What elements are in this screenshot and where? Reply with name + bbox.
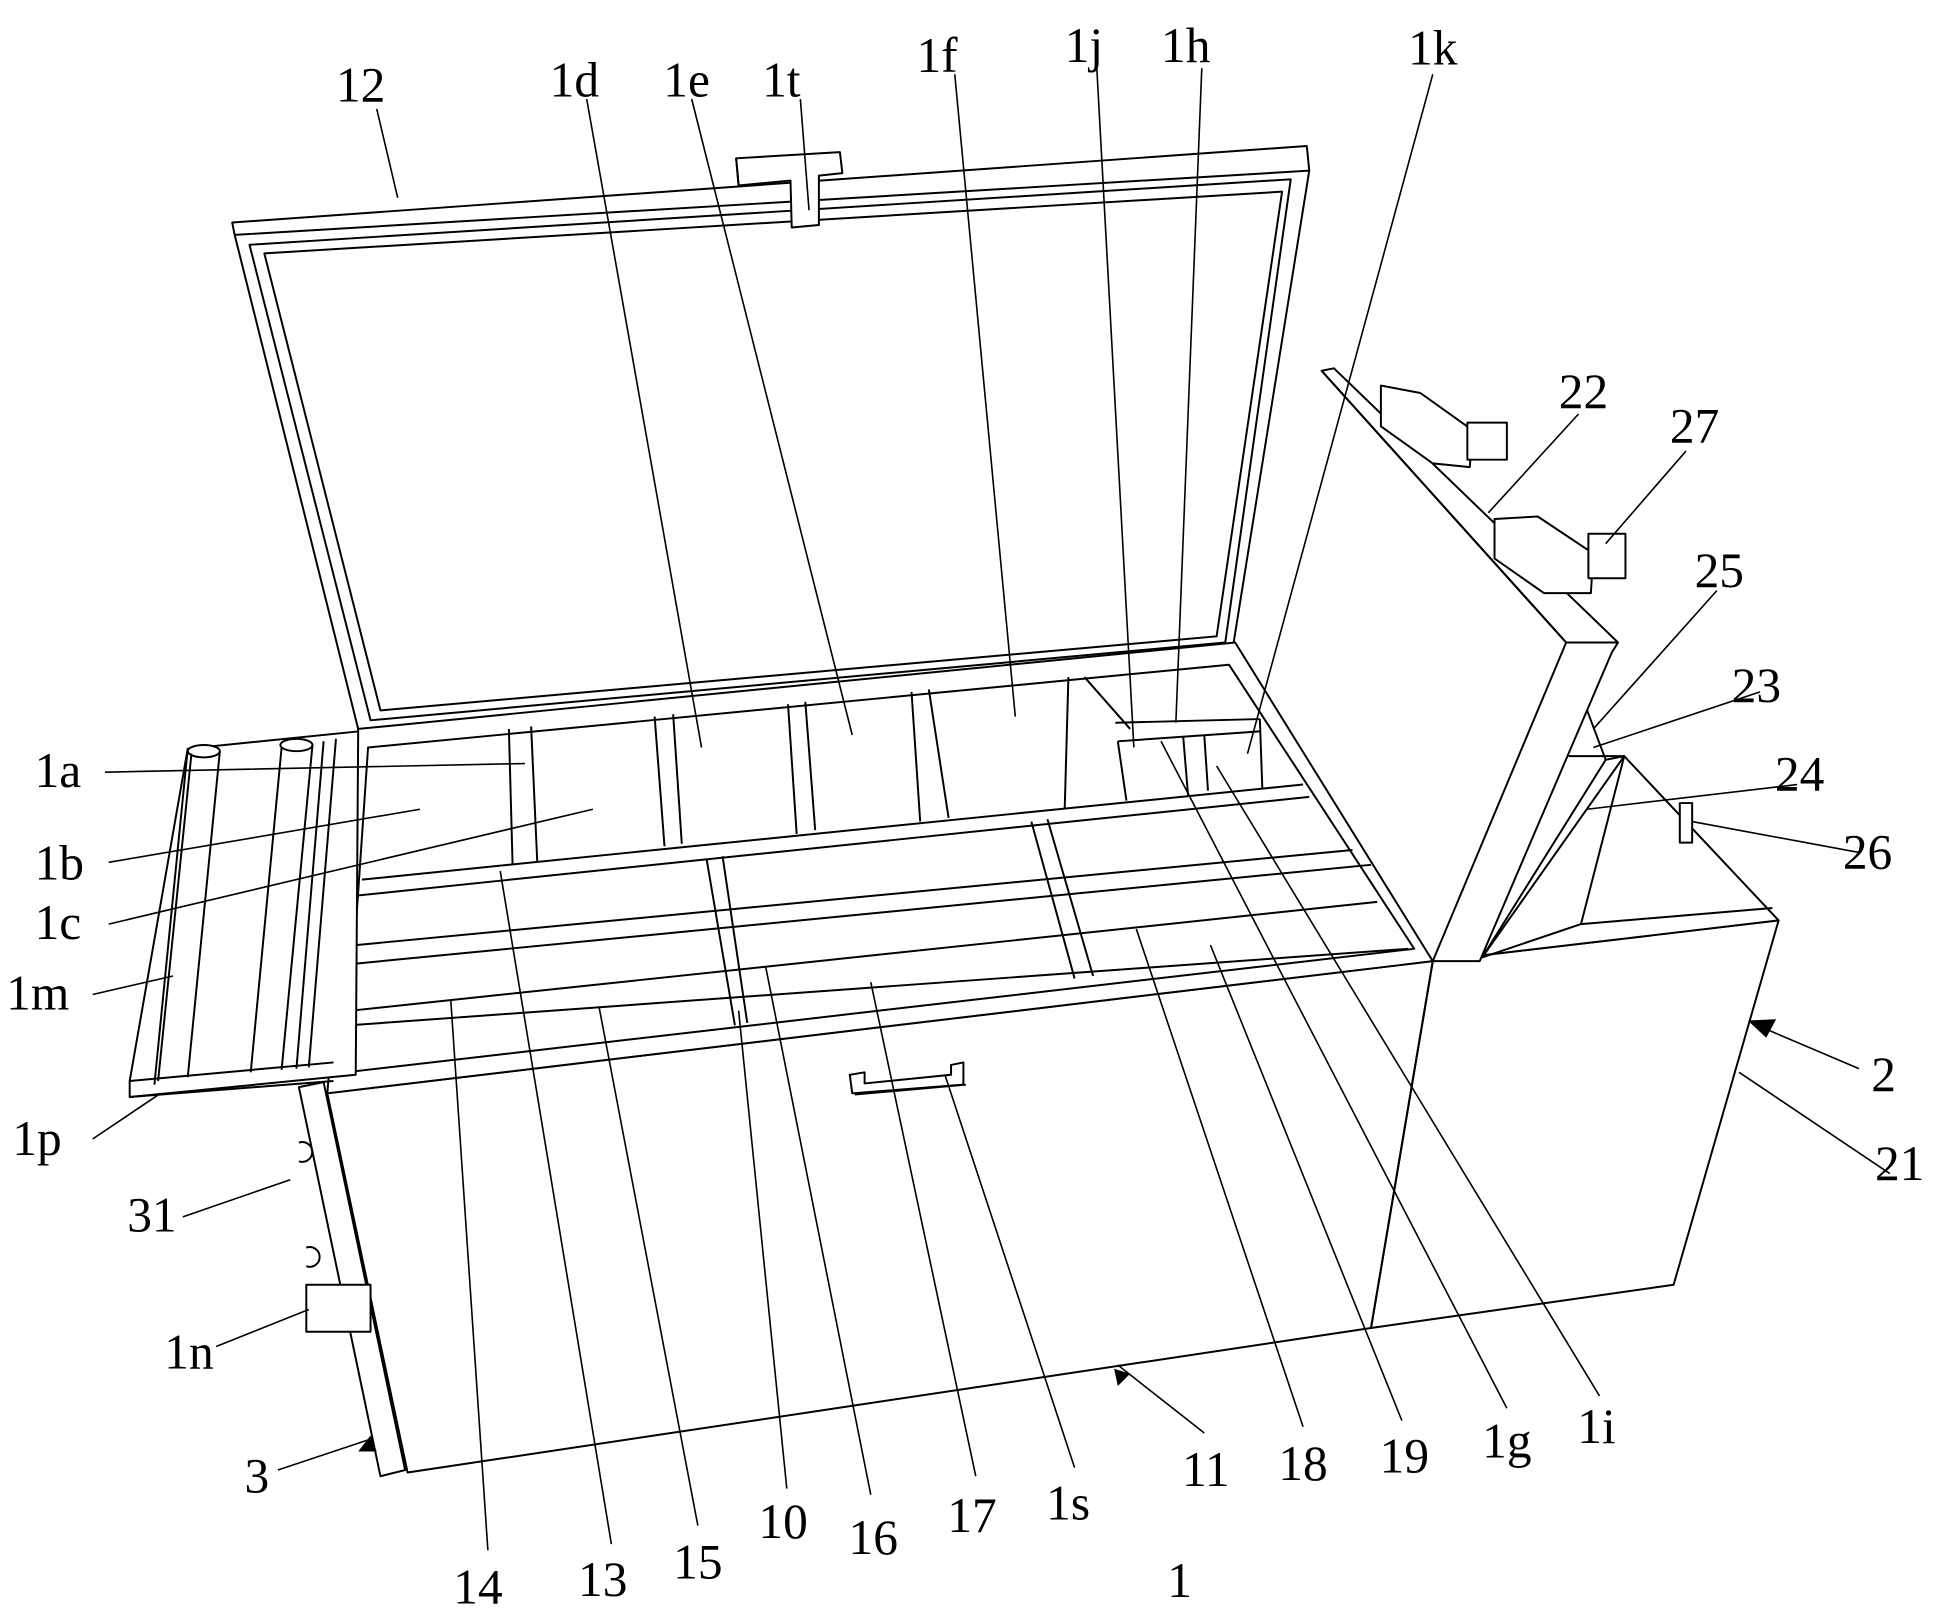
label-31: 31 [127,1188,176,1243]
label-1g: 1g [1482,1414,1531,1469]
label-25: 25 [1695,543,1744,598]
label-15: 15 [673,1535,722,1590]
label-3: 3 [245,1448,270,1503]
label-1m: 1m [6,965,69,1020]
label-12: 12 [336,57,385,112]
label-10: 10 [758,1494,807,1549]
latch-26 [1678,802,1694,844]
side-rack-1m [128,730,407,1478]
label-11: 11 [1182,1442,1230,1497]
label-2: 2 [1871,1047,1896,1102]
label-19: 19 [1380,1429,1429,1484]
label-16: 16 [849,1510,898,1565]
label-1c: 1c [35,895,82,950]
label-1e: 1e [663,53,710,108]
hook-31 [298,1141,321,1268]
label-1h: 1h [1161,18,1211,73]
leader-lines [92,68,1891,1551]
arrow-1 [1114,1368,1131,1387]
hinge-block-27 [1493,515,1595,595]
label-1p: 1p [12,1111,61,1166]
label-17: 17 [947,1488,996,1543]
label-1k: 1k [1408,20,1458,75]
label-1b: 1b [35,836,84,891]
label-1j: 1j [1065,18,1103,73]
lid-12 [231,144,1311,730]
label-13: 13 [578,1552,627,1607]
handle-1s [848,1061,966,1096]
label-26: 26 [1843,825,1892,880]
label-14: 14 [453,1559,502,1614]
bracket-3 [297,1081,407,1478]
hinge-block-1 [1379,384,1474,469]
label-23: 23 [1732,658,1781,713]
label-24: 24 [1775,747,1824,802]
arrow-3 [358,1435,377,1452]
label-1n: 1n [164,1325,213,1380]
label-27: 27 [1670,398,1719,453]
label-1i: 1i [1577,1399,1615,1454]
label-1: 1 [1167,1553,1192,1608]
main-box-1 [326,641,1434,1474]
label-1s: 1s [1046,1475,1090,1530]
part-labels: 12 1d 1e 1t 1f 1j 1h 1k 22 27 25 23 24 2… [6,18,1924,1614]
label-1f: 1f [916,28,958,83]
arrow-2 [1747,1019,1777,1038]
label-21: 21 [1875,1136,1924,1191]
label-18: 18 [1278,1436,1327,1491]
label-1d: 1d [550,53,600,108]
clamp-1n [305,1283,372,1333]
label-22: 22 [1559,364,1608,419]
label-1a: 1a [35,743,82,798]
lid-latch-1t [735,151,844,229]
label-1t: 1t [762,53,801,108]
